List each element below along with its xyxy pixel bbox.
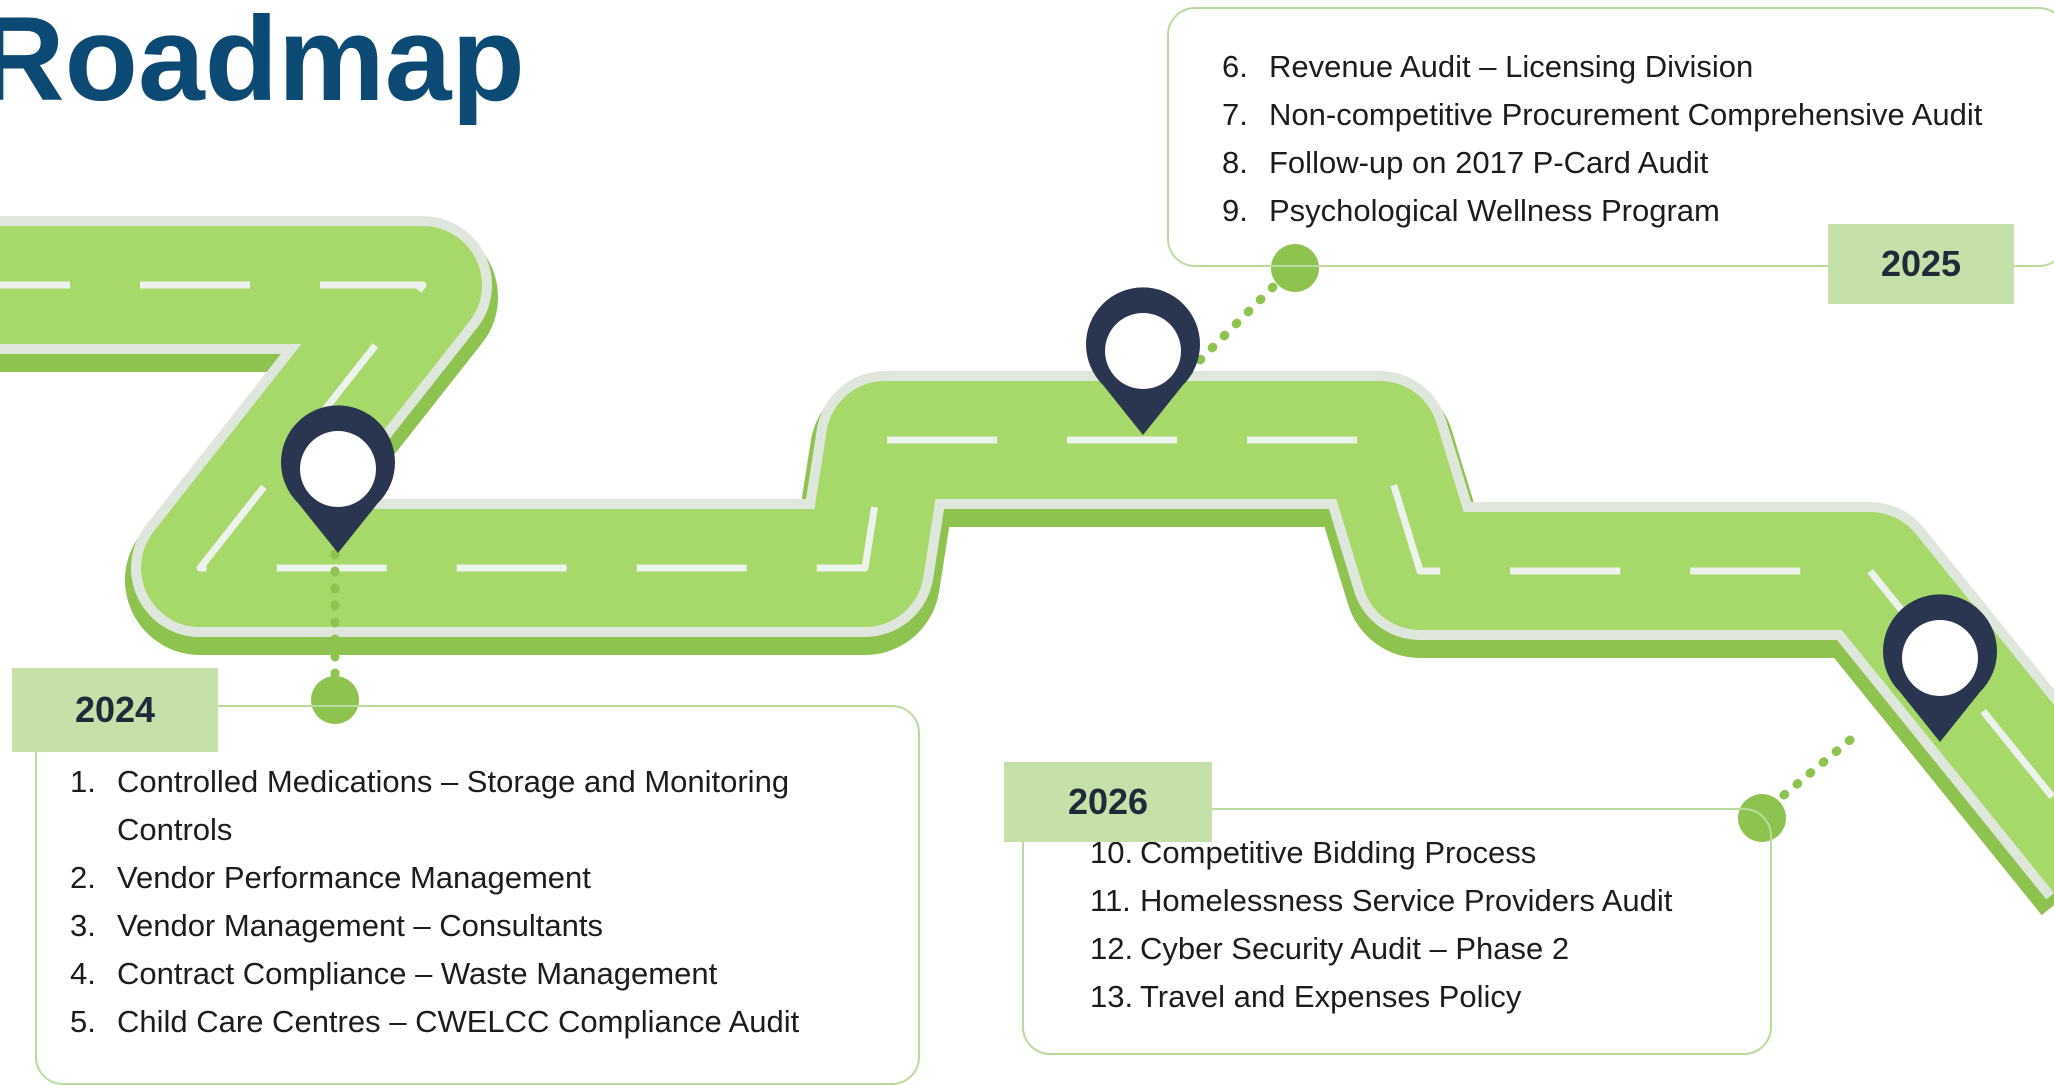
year-label-2025: 2025 (1828, 224, 2014, 304)
dot-2025 (1271, 244, 1319, 292)
list-item: 11.Homelessness Service Providers Audit (1090, 883, 1673, 918)
dot-2024 (311, 676, 359, 724)
pins (281, 287, 1997, 742)
road (0, 216, 2054, 916)
milestone-box-2025 (1167, 7, 2054, 267)
list-item: 7.Non-competitive Procurement Comprehens… (1222, 97, 1983, 132)
milestone-box-2026 (1022, 808, 1772, 1055)
list-item: 5.Child Care Centres – CWELCC Compliance… (70, 1004, 800, 1039)
milestone-list-2025: 6.Revenue Audit – Licensing Division 7.N… (1222, 43, 2042, 235)
page-title: Roadmap (0, 0, 525, 126)
road-center-dashes (0, 281, 2054, 805)
list-item: 12.Cyber Security Audit – Phase 2 (1090, 931, 1570, 966)
list-item: 3.Vendor Management – Consultants (70, 908, 603, 943)
list-item: 1.Controlled Medications – Storage and M… (70, 764, 790, 847)
list-item: 4.Contract Compliance – Waste Management (70, 956, 718, 991)
year-label-2024: 2024 (12, 668, 218, 752)
list-item: 6.Revenue Audit – Licensing Division (1222, 49, 1754, 84)
milestone-list-2026: 10.Competitive Bidding Process 11.Homele… (1090, 829, 1750, 1021)
location-pin-icon (1086, 287, 1200, 435)
list-item: 8.Follow-up on 2017 P-Card Audit (1222, 145, 1709, 180)
list-item: 9.Psychological Wellness Program (1222, 193, 1720, 228)
year-label-2026: 2026 (1004, 762, 1212, 842)
location-pin-icon (1883, 594, 1997, 742)
list-item: 13.Travel and Expenses Policy (1090, 979, 1522, 1014)
list-item: 2.Vendor Performance Management (70, 860, 591, 895)
milestone-list-2024: 1.Controlled Medications – Storage and M… (70, 758, 870, 1046)
location-pin-icon (281, 405, 395, 553)
